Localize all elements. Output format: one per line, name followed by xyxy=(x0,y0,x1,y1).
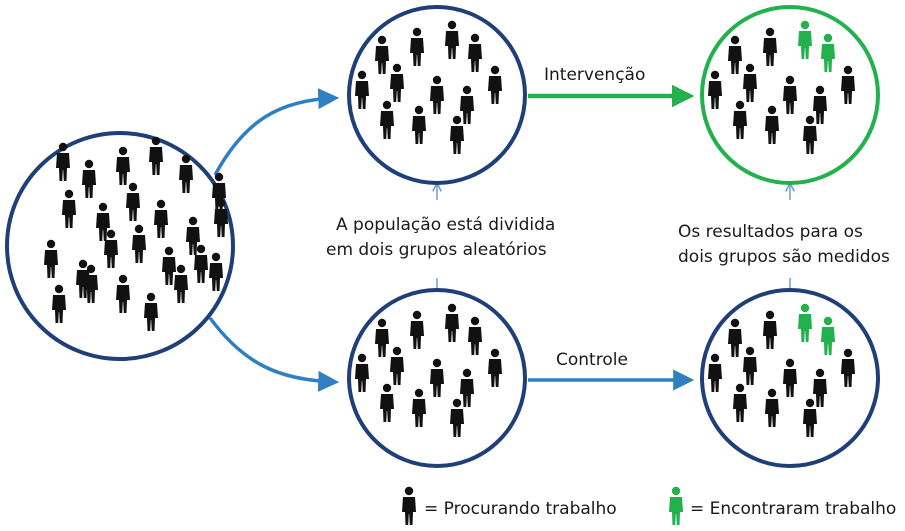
split-text-line-1: A população está dividida xyxy=(336,215,555,235)
label-intervention: Intervenção xyxy=(544,65,645,85)
legend-seeking-text: = Procurando trabalho xyxy=(424,499,617,519)
legend-person-found-icon xyxy=(669,486,683,525)
arrow-to-intervention-group xyxy=(213,88,340,176)
measure-text-line-1: Os resultados para os xyxy=(678,222,863,242)
measure-text-line-2: dois grupos são medidos xyxy=(678,247,890,267)
split-text-line-2: em dois grupos aleatórios xyxy=(326,240,547,260)
legend-found-text: = Encontraram trabalho xyxy=(690,499,896,519)
label-control: Controle xyxy=(556,350,628,370)
arrow-to-control-group xyxy=(208,316,340,392)
legend-person-icon xyxy=(402,486,416,525)
